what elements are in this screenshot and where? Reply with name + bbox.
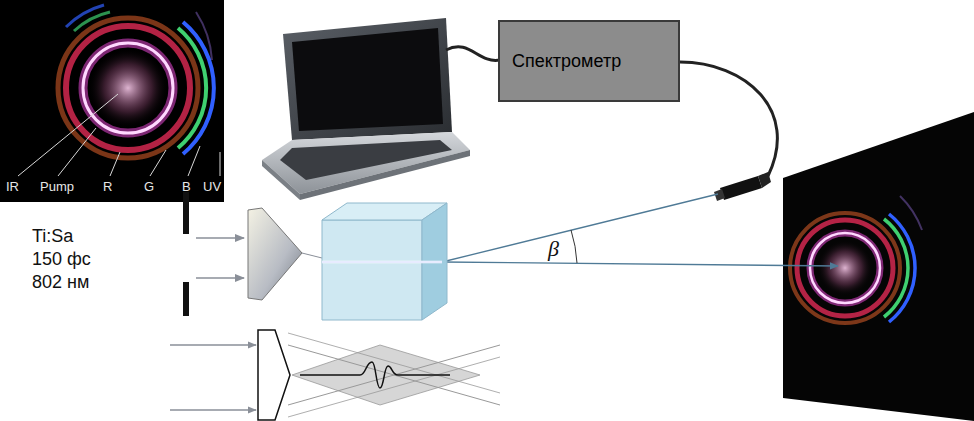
- fiber-probe: [714, 172, 771, 201]
- axicon: [248, 208, 302, 300]
- ring-label: IR: [6, 180, 19, 195]
- device-name: Спектрометр: [512, 51, 621, 72]
- ring-label: R: [103, 180, 112, 195]
- angle-label: β: [548, 236, 559, 261]
- laptop-cable: [446, 47, 500, 61]
- laser-parameter: 802 нм: [32, 272, 89, 293]
- ring-label: Pump: [40, 180, 74, 195]
- spectrometer-box: Спектрометр: [498, 20, 680, 102]
- crystal-cell: [322, 203, 447, 320]
- laser-parameter: Ti:Sa: [32, 226, 73, 247]
- screen: [783, 112, 974, 421]
- ring-photo: [0, 0, 224, 202]
- ring-label: B: [182, 180, 191, 195]
- ring-label: G: [144, 180, 154, 195]
- laser-parameter: 150 фс: [32, 249, 91, 270]
- angle-arc: [571, 230, 577, 263]
- ring-label: UV: [203, 180, 221, 195]
- laptop: [262, 18, 470, 200]
- fiber-cable: [680, 62, 777, 176]
- axicon-schematic: [170, 330, 500, 420]
